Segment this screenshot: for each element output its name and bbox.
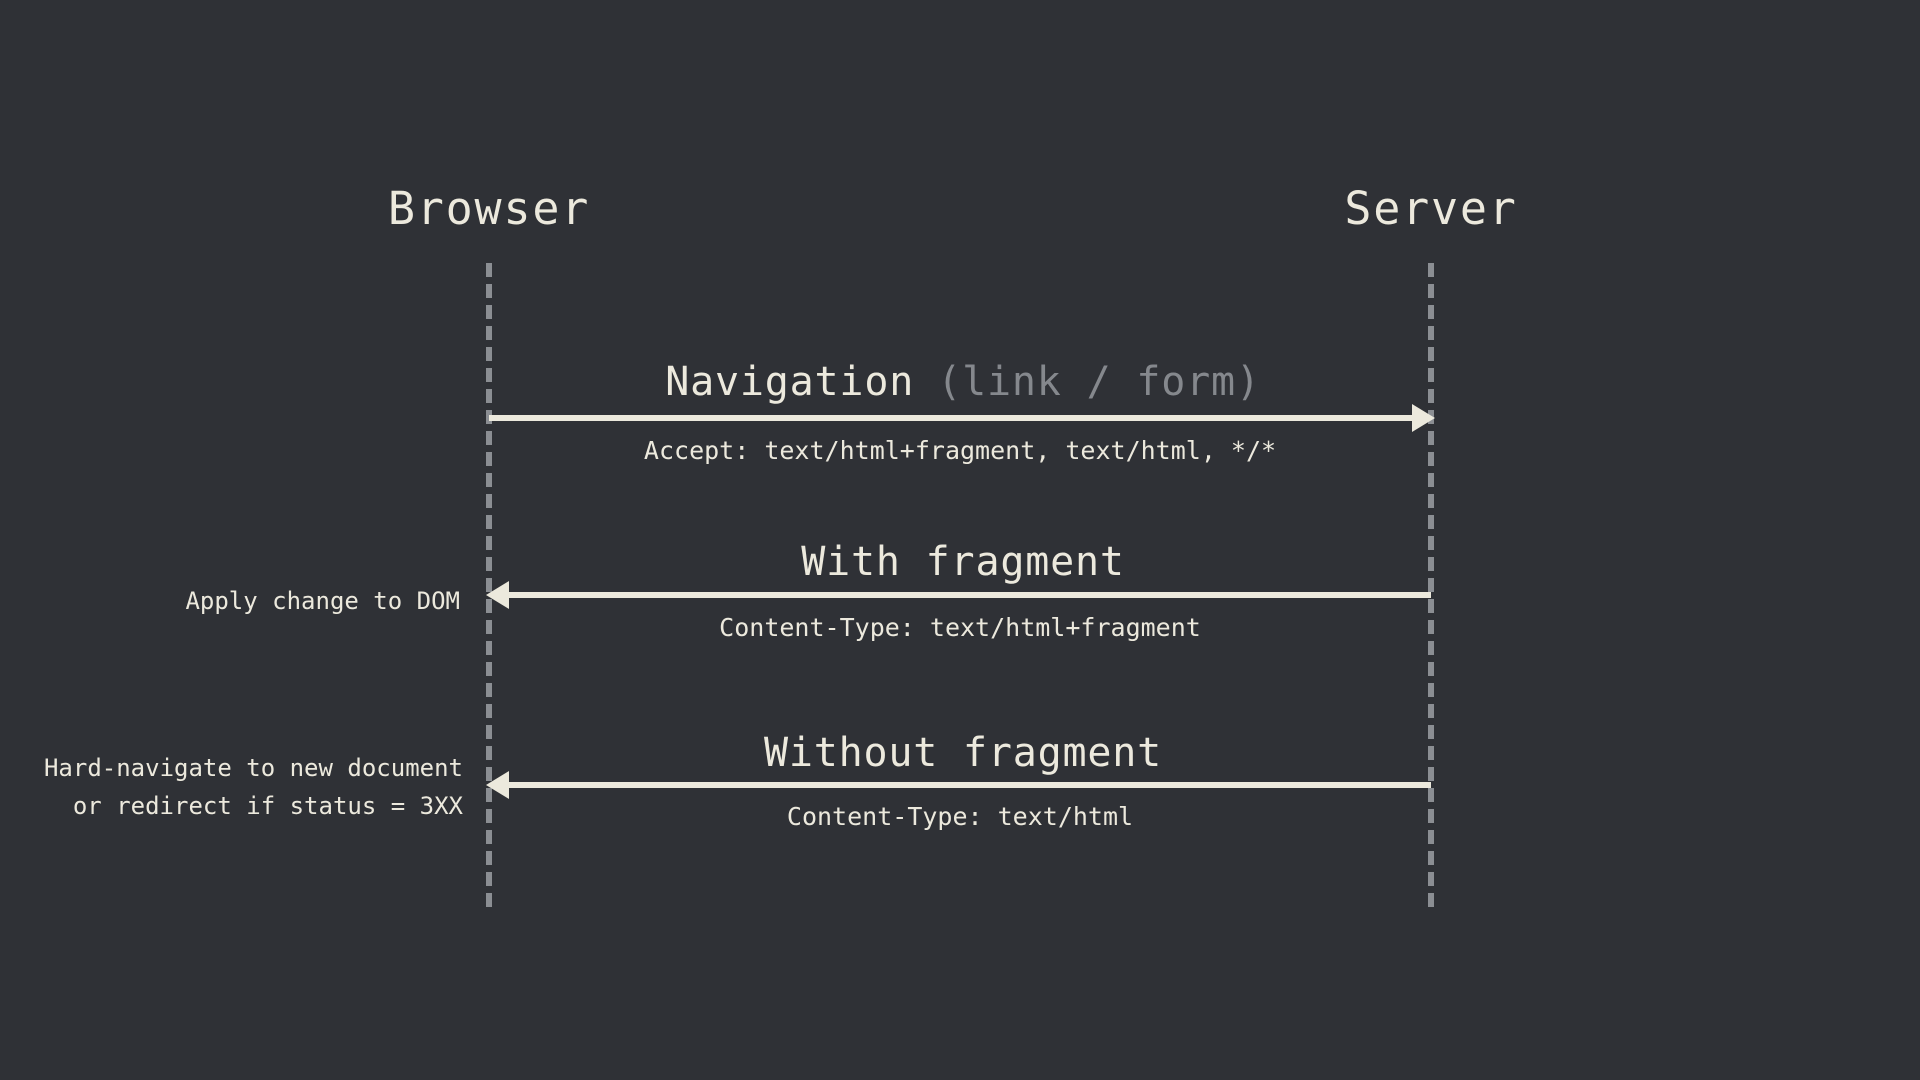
side-note-hard-navigate: Hard-navigate to new document or redirec… xyxy=(44,749,463,825)
side-note-line: or redirect if status = 3XX xyxy=(72,792,463,820)
arrowhead-left-icon xyxy=(486,771,509,799)
message-title-text: With fragment xyxy=(801,539,1125,585)
arrow-line-navigation xyxy=(489,415,1412,421)
message-title-without-fragment: Without fragment xyxy=(764,733,1162,773)
arrow-line-without-fragment xyxy=(508,782,1431,788)
message-detail-content-type-html: Content-Type: text/html xyxy=(786,802,1134,831)
message-title-text: Navigation xyxy=(665,359,915,405)
actor-label-browser: Browser xyxy=(387,182,591,235)
arrowhead-right-icon xyxy=(1412,404,1435,432)
message-title-with-fragment: With fragment xyxy=(801,542,1124,582)
message-title-text: Without fragment xyxy=(763,730,1163,776)
side-note-line: Hard-navigate to new document xyxy=(43,754,463,782)
message-detail-accept-header: Accept: text/html+fragment, text/html, *… xyxy=(643,436,1277,465)
side-note-line: Apply change to DOM xyxy=(185,587,460,615)
arrow-line-with-fragment xyxy=(508,592,1431,598)
message-title-navigation: Navigation (link / form) xyxy=(665,362,1260,402)
arrowhead-left-icon xyxy=(486,581,509,609)
message-title-annotation: (link / form) xyxy=(937,359,1261,405)
message-detail-content-type-fragment: Content-Type: text/html+fragment xyxy=(719,613,1201,642)
actor-label-server: Server xyxy=(1344,182,1518,235)
server-lifeline xyxy=(1428,263,1434,914)
side-note-apply-change: Apply change to DOM xyxy=(185,582,460,620)
